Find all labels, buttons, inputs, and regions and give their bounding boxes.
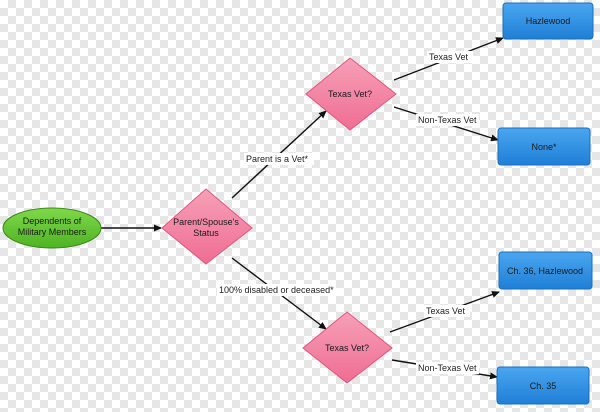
outcome-none-box [497,127,591,166]
texas-vet-decision-top-label: Texas Vet? [328,89,372,99]
outcome-none-label: None* [531,142,557,152]
status-decision[interactable]: Parent/Spouse's Status [161,188,253,265]
texas-vet-decision-top[interactable]: Texas Vet? [305,57,397,131]
edge-label-top-texas: Texas Vet [427,51,473,63]
outcome-hazlewood-label: Hazlewood [526,16,571,26]
status-decision-line-1: Parent/Spouse's [173,217,239,227]
edge-label-disabled: 100% disabled or deceased* [217,284,336,296]
outcome-ch36-hazlewood-box [498,251,593,290]
texas-vet-decision-bottom-shape [302,311,393,384]
outcome-ch35-label: Ch. 35 [530,381,557,391]
start-node-line-1: Dependents of [23,216,82,226]
texas-vet-decision-bottom-label: Texas Vet? [325,343,369,353]
outcome-ch36-hazlewood[interactable]: Ch. 36, Hazlewood [498,251,593,290]
outcome-hazlewood[interactable]: Hazlewood [502,2,594,40]
outcome-none[interactable]: None* [497,127,591,166]
edge-label-top-non-texas: Non-Texas Vet [416,114,479,126]
outcome-hazlewood-box [502,2,594,40]
edge-label-parent-vet: Parent is a Vet* [244,153,314,165]
edge-label-top-non-texas-text: Non-Texas Vet [418,115,477,125]
texas-vet-decision-bottom[interactable]: Texas Vet? [302,311,393,384]
edge-label-disabled-text: 100% disabled or deceased* [219,285,334,295]
edge-label-bottom-texas: Texas Vet [424,305,470,317]
outcome-ch36-hazlewood-label: Ch. 36, Hazlewood [507,266,583,276]
edge-label-top-texas-text: Texas Vet [429,52,469,62]
outcome-ch35[interactable]: Ch. 35 [496,366,590,405]
texas-vet-decision-top-shape [305,57,397,131]
outcome-ch35-box [496,366,590,405]
edge-label-bottom-non-texas-text: Non-Texas Vet [418,363,477,373]
start-node[interactable]: Dependents of Military Members [2,207,102,249]
start-node-shape [2,207,102,249]
status-decision-line-2: Status [193,228,219,238]
status-decision-shape [161,188,253,265]
edge-label-parent-vet-text: Parent is a Vet* [246,154,309,164]
start-node-line-2: Military Members [18,227,87,237]
edge-label-bottom-texas-text: Texas Vet [426,306,466,316]
edge-label-bottom-non-texas: Non-Texas Vet [416,362,479,374]
